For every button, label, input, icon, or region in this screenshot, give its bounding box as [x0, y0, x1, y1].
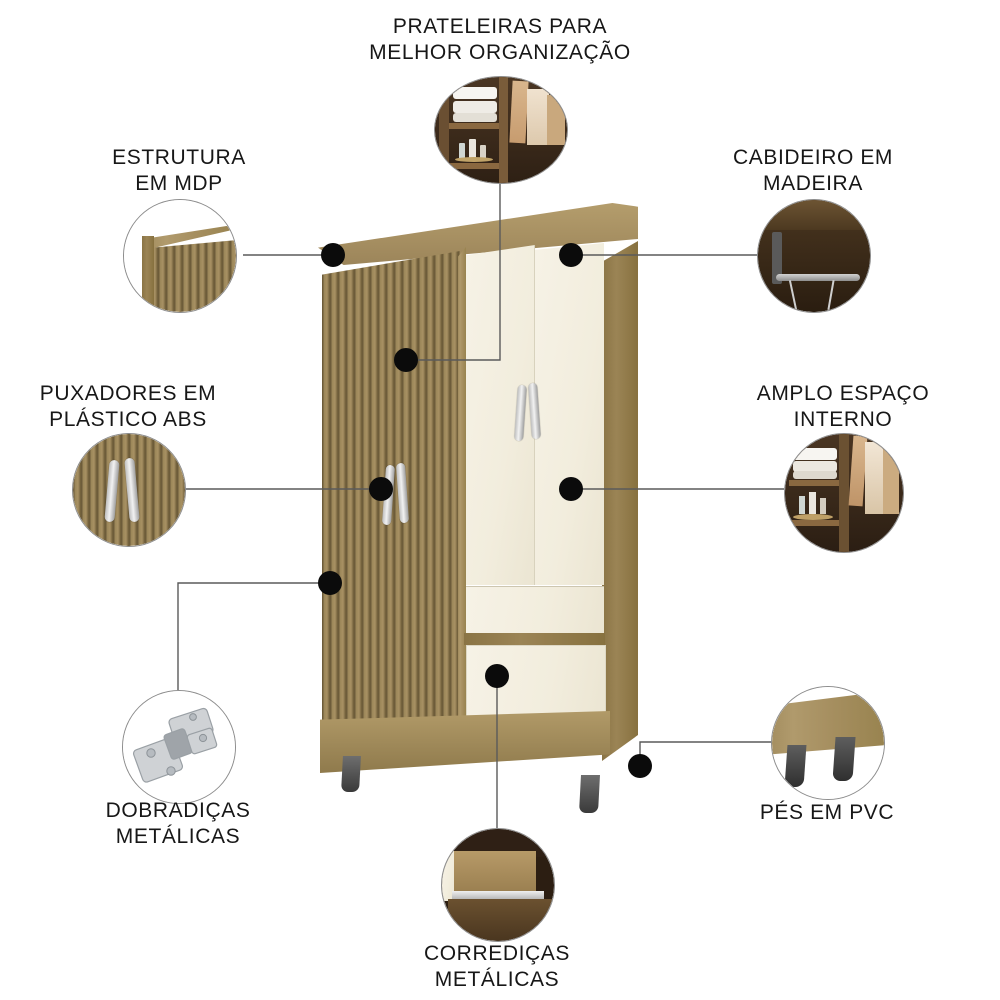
callout-label-corredicas: CORREDIÇAS METÁLICAS — [423, 942, 571, 991]
callout-label-puxadores: PUXADORES EM PLÁSTICO ABS — [39, 382, 217, 431]
anchor-dot-amplo-espaco — [559, 477, 583, 501]
bubble-mdp-structure-detail — [123, 199, 237, 313]
anchor-dot-cabideiro — [559, 243, 583, 267]
anchor-dot-puxadores — [369, 477, 393, 501]
wardrobe-side-panel — [602, 241, 638, 761]
callout-label-pes-pvc: PÉS EM PVC — [759, 801, 895, 824]
wardrobe-drawer-rail — [464, 633, 605, 645]
bubble-hanger-rail-detail — [757, 199, 871, 313]
product-image-wardrobe — [318, 203, 638, 813]
bubble-pvc-feet-detail — [771, 686, 885, 800]
hinge-icon — [132, 707, 218, 783]
bubble-drawer-slide-detail — [441, 828, 555, 942]
anchor-dot-pes-pvc — [628, 754, 652, 778]
bubble-interior-space-detail — [784, 433, 904, 553]
foot-front-left — [341, 756, 361, 792]
callout-label-dobradicas: DOBRADIÇAS METÁLICAS — [105, 799, 251, 848]
callout-label-estrutura: ESTRUTURA EM MDP — [112, 146, 246, 195]
wardrobe-base-plinth — [320, 711, 610, 773]
callout-label-amplo-espaco: AMPLO ESPAÇO INTERNO — [756, 382, 930, 431]
foot-front-right — [579, 775, 600, 813]
callout-label-cabideiro: CABIDEIRO EM MADEIRA — [732, 146, 894, 195]
anchor-dot-estrutura — [321, 243, 345, 267]
bubble-hinge-detail — [122, 690, 236, 804]
bubble-handles-detail — [72, 433, 186, 547]
wardrobe-door-cream-right — [535, 243, 604, 585]
anchor-dot-dobradicas — [318, 571, 342, 595]
callout-label-prateleiras: PRATELEIRAS PARA MELHOR ORGANIZAÇÃO — [369, 15, 631, 64]
wardrobe-middle-panel — [466, 586, 604, 635]
anchor-dot-corredicas — [485, 664, 509, 688]
bubble-shelves-detail — [434, 76, 568, 184]
wardrobe-center-divider — [458, 247, 466, 725]
wire-dobradicas — [177, 582, 330, 690]
anchor-dot-prateleiras — [394, 348, 418, 372]
